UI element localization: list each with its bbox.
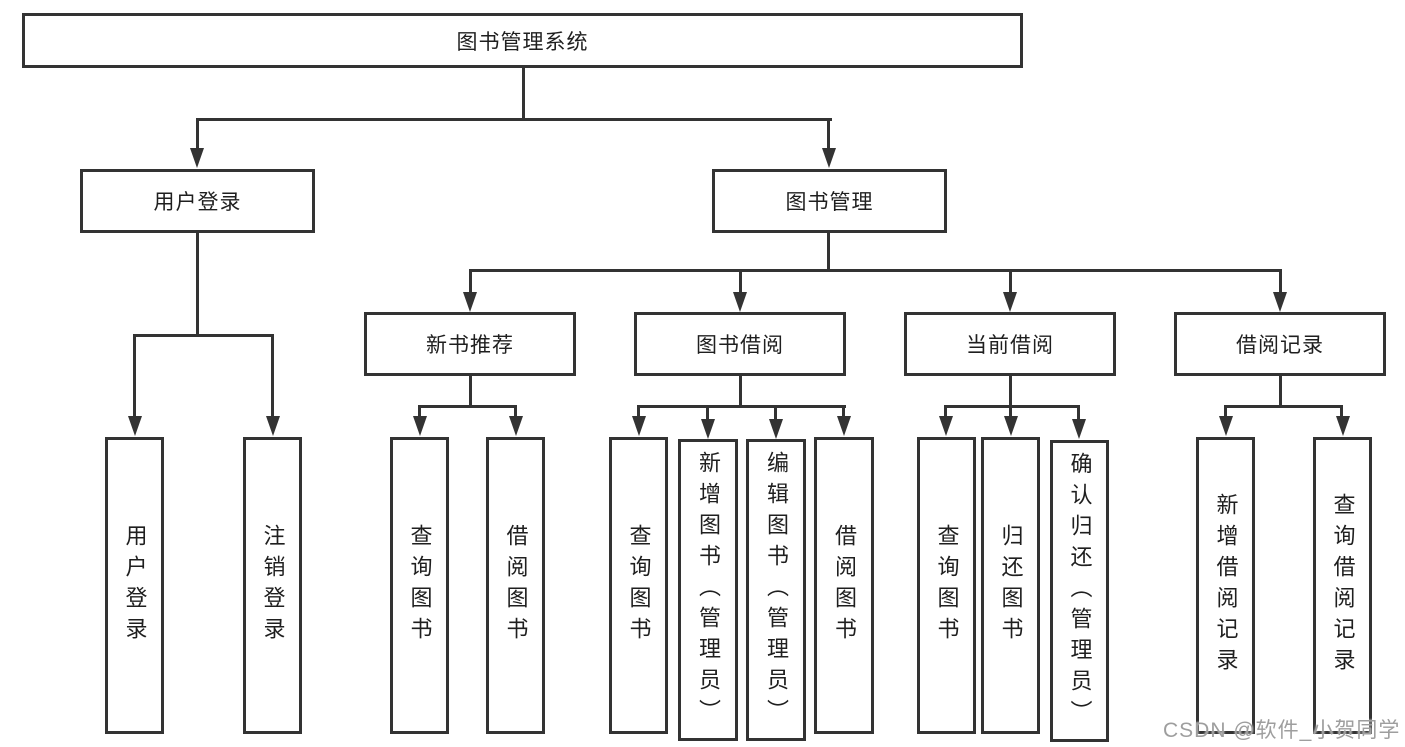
connector-sec2-stem [739,376,742,408]
node-new-book-recommend: 新书推荐 [364,312,576,376]
connector-sec3-branch [944,405,1080,408]
connector-login-leaf2-stem [271,334,274,422]
connector-sec2-leaf4-stem [842,405,845,421]
arrow-sec4-leaf1 [1219,416,1233,436]
connector-sec3-arrow-stem [1009,269,1012,297]
arrow-sec1-leaf1 [413,416,427,436]
node-current-borrow-label: 当前借阅 [966,334,1054,357]
arrow-to-management [822,148,836,168]
arrow-sec2-leaf2 [701,419,715,439]
arrow-sec3-leaf3 [1072,419,1086,439]
connector-level2-branch [469,269,1282,272]
node-root-label: 图书管理系统 [456,30,589,54]
connector-sec1-leaf1-stem [418,405,421,421]
node-root: 图书管理系统 [22,13,1023,68]
leaf-edit-book-admin-label: 编辑图书（管理员） [764,450,789,730]
connector-login-arrow-stem [196,118,199,154]
leaf-confirm-return-admin-label: 确认归还（管理员） [1067,451,1093,731]
leaf-query-borrow-record: 查询借阅记录 [1313,437,1372,734]
arrow-sec4-leaf2 [1336,416,1350,436]
leaf-query-book-2: 查询图书 [609,437,668,734]
leaf-borrow-book-1-label: 借阅图书 [503,523,529,648]
arrow-sec2-leaf4 [837,416,851,436]
arrow-to-new-book-recommend [463,292,477,312]
node-current-borrow: 当前借阅 [904,312,1116,376]
leaf-query-book-3-label: 查询图书 [934,523,960,648]
leaf-add-borrow-record: 新增借阅记录 [1196,437,1255,734]
connector-sec3-leaf3-stem [1077,405,1080,421]
node-book-borrow: 图书借阅 [634,312,846,376]
connector-sec2-leaf1-stem [637,405,640,421]
leaf-user-login-label: 用户登录 [122,523,148,648]
node-new-book-recommend-label: 新书推荐 [426,334,514,357]
leaf-add-borrow-record-label: 新增借阅记录 [1213,492,1239,679]
arrow-to-user-login-leaf [128,416,142,436]
arrow-to-borrow-records [1273,292,1287,312]
arrow-to-book-borrow [733,292,747,312]
connector-root-stem [522,67,525,120]
connector-login-stem [196,232,199,337]
node-user-login: 用户登录 [80,169,315,233]
node-borrow-records: 借阅记录 [1174,312,1386,376]
connector-sec4-leaf2-stem [1340,405,1343,421]
connector-sec2-branch [637,405,846,408]
connector-sec3-leaf1-stem [944,405,947,421]
leaf-return-book: 归还图书 [981,437,1040,734]
leaf-query-book-1: 查询图书 [390,437,449,734]
connector-sec2-leaf2-stem [706,405,709,421]
connector-mgmt-stem [827,232,830,272]
leaf-logout: 注销登录 [243,437,302,734]
connector-sec4-branch [1224,405,1343,408]
connector-login-leaf1-stem [133,334,136,422]
connector-sec4-arrow-stem [1279,269,1282,297]
arrow-sec3-leaf1 [939,416,953,436]
leaf-query-book-1-label: 查询图书 [407,523,433,648]
node-book-management: 图书管理 [712,169,947,233]
leaf-query-book-2-label: 查询图书 [626,523,652,648]
node-borrow-records-label: 借阅记录 [1236,334,1324,357]
connector-sec4-leaf1-stem [1224,405,1227,421]
leaf-confirm-return-admin: 确认归还（管理员） [1050,440,1109,742]
arrow-sec2-leaf1 [632,416,646,436]
leaf-logout-label: 注销登录 [260,523,286,648]
connector-sec1-arrow-stem [469,269,472,297]
leaf-edit-book-admin: 编辑图书（管理员） [746,439,806,741]
arrow-sec1-leaf2 [509,416,523,436]
arrow-sec2-leaf3 [769,419,783,439]
connector-mgmt-arrow-stem [827,118,830,154]
node-book-management-label: 图书管理 [785,191,874,214]
node-user-login-label: 用户登录 [153,191,242,214]
connector-login-branch [133,334,274,337]
leaf-borrow-book-2: 借阅图书 [814,437,874,734]
leaf-add-book-admin: 新增图书（管理员） [678,439,738,741]
leaf-borrow-book-2-label: 借阅图书 [832,523,857,648]
leaf-return-book-label: 归还图书 [998,523,1024,648]
leaf-query-book-3: 查询图书 [917,437,976,734]
connector-sec3-stem [1009,376,1012,408]
connector-level1-branch [196,118,832,121]
arrow-to-logout-leaf [266,416,280,436]
arrow-to-current-borrow [1003,292,1017,312]
leaf-query-borrow-record-label: 查询借阅记录 [1330,492,1356,679]
node-book-borrow-label: 图书借阅 [696,334,784,357]
arrow-to-login [190,148,204,168]
leaf-add-book-admin-label: 新增图书（管理员） [696,450,721,730]
connector-sec1-branch [418,405,517,408]
leaf-borrow-book-1: 借阅图书 [486,437,545,734]
csdn-watermark: CSDN @软件_小贺同学 [1163,719,1401,742]
connector-sec4-stem [1279,376,1282,408]
arrow-sec3-leaf2 [1004,416,1018,436]
connector-sec2-arrow-stem [739,269,742,297]
connector-sec2-leaf3-stem [774,405,777,421]
connector-sec1-stem [469,376,472,408]
leaf-user-login: 用户登录 [105,437,164,734]
connector-sec3-leaf2-stem [1009,405,1012,421]
connector-sec1-leaf2-stem [514,405,517,421]
